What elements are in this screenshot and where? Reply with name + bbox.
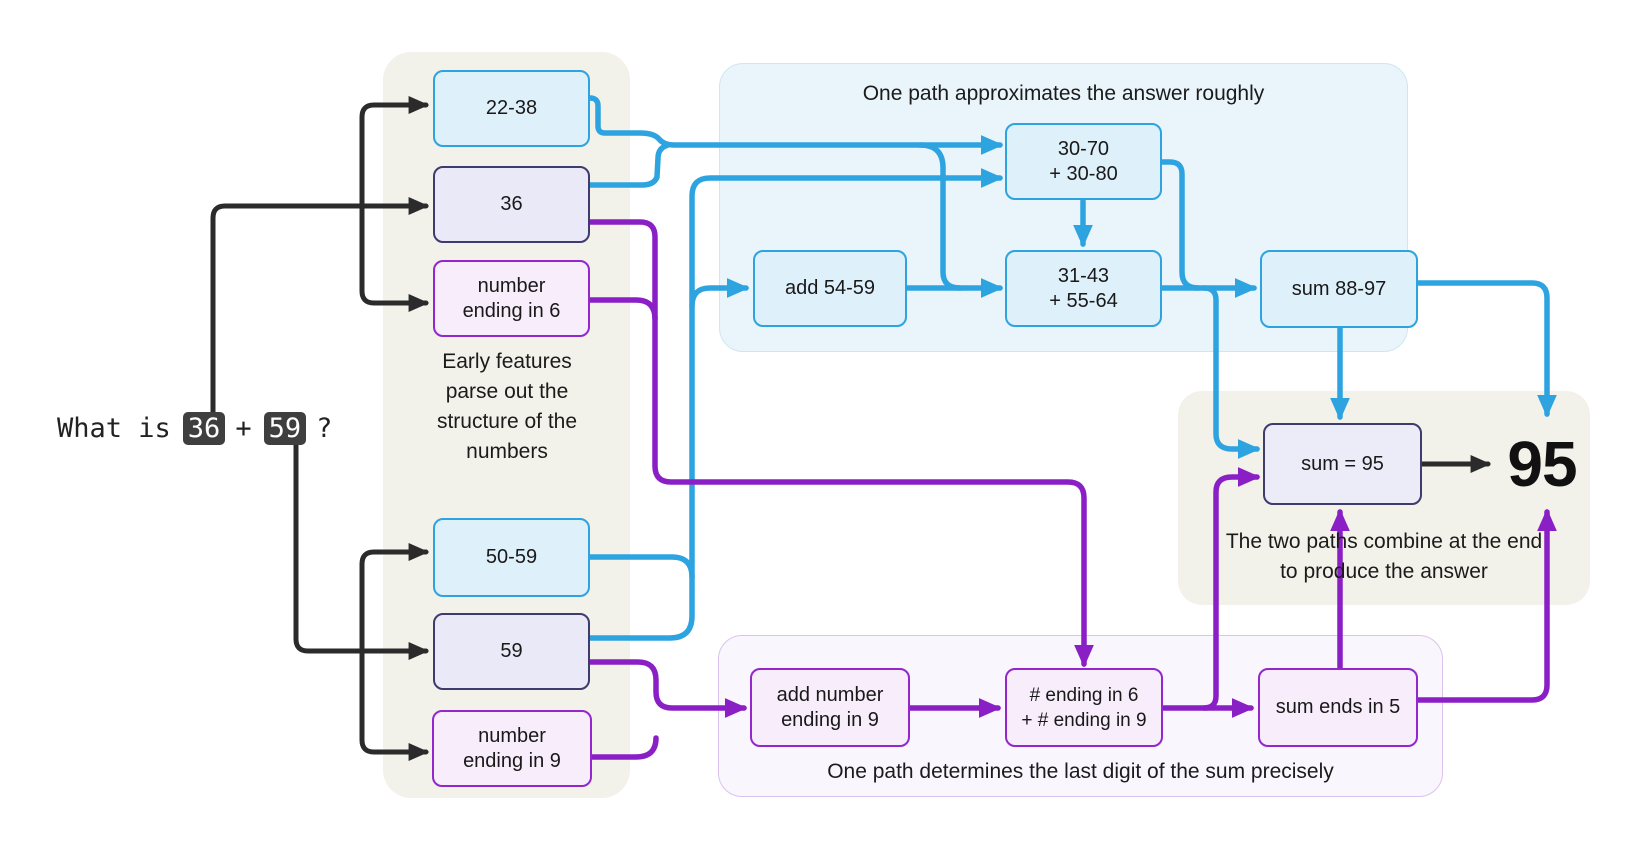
approximate-path-title: One path approximates the answer roughly <box>862 82 1265 105</box>
wire-2238-merge <box>587 95 1004 155</box>
wire-top-branch-down <box>359 203 430 313</box>
wire-3070-right-join <box>1159 159 1201 291</box>
wire-36-blue-merge <box>587 142 671 188</box>
wire-sum8897-to-answer <box>1415 280 1557 418</box>
question-token-59: 59 <box>263 412 307 445</box>
combine-caption: The two paths combine at the end to prod… <box>1225 530 1543 583</box>
question-token-36: 36 <box>182 412 226 445</box>
wire-top-branch-up <box>359 95 430 209</box>
wire-59-up-to-3070 <box>587 168 1004 641</box>
wire-59-to-addending9 <box>587 659 748 718</box>
wire-ending9-feeder <box>589 735 659 760</box>
node-number-ending-in-9: number ending in 9 <box>432 710 592 787</box>
node-exact-59: 59 <box>433 613 590 690</box>
node-add-54-59: add 54-59 <box>753 250 907 327</box>
precise-path-caption: One path determines the last digit of th… <box>827 760 1334 783</box>
node-range-22-38: 22-38 <box>433 70 590 147</box>
question-prefix: What is <box>57 413 171 444</box>
wire-branch-down-x943 <box>917 142 963 291</box>
wire-36-purple-long <box>587 219 1094 668</box>
node-range-50-59: 50-59 <box>433 518 590 597</box>
question-suffix: ? <box>316 413 333 444</box>
node-exact-36: 36 <box>433 166 590 243</box>
wire-branch-down-to-sum95 <box>1201 285 1261 459</box>
node-add-number-ending-in-9: add number ending in 9 <box>750 668 910 747</box>
wire-bottom-branch-down <box>359 648 430 762</box>
node-sum-88-97: sum 88-97 <box>1260 250 1418 328</box>
early-features-caption: Early features parse out the structure o… <box>436 350 578 463</box>
question-text: What is 36 + 59 ? <box>57 412 332 445</box>
wire-ending6-feeder <box>587 297 658 322</box>
wire-ends5-to-answer <box>1415 508 1557 703</box>
node-31-43-plus-55-64: 31-43 + 55-64 <box>1005 250 1162 327</box>
node-sum-ends-in-5: sum ends in 5 <box>1258 668 1418 747</box>
wire-bottom-branch-up <box>359 542 430 654</box>
wire-branch-up-to-sum95 <box>1201 467 1261 711</box>
wire-branch-to-add5459 <box>689 278 750 309</box>
final-answer: 95 <box>1507 428 1577 500</box>
node-ending6-plus-ending9: # ending in 6 + # ending in 9 <box>1005 668 1163 747</box>
wire-5059-tee <box>587 554 695 580</box>
node-sum-equals-95: sum = 95 <box>1263 423 1422 505</box>
wire-token36-feed <box>210 196 430 417</box>
node-number-ending-in-6: number ending in 6 <box>433 260 590 337</box>
node-30-70-plus-30-80: 30-70 + 30-80 <box>1005 123 1162 200</box>
question-operator: + <box>235 413 252 444</box>
wire-token59-feed <box>293 442 430 661</box>
